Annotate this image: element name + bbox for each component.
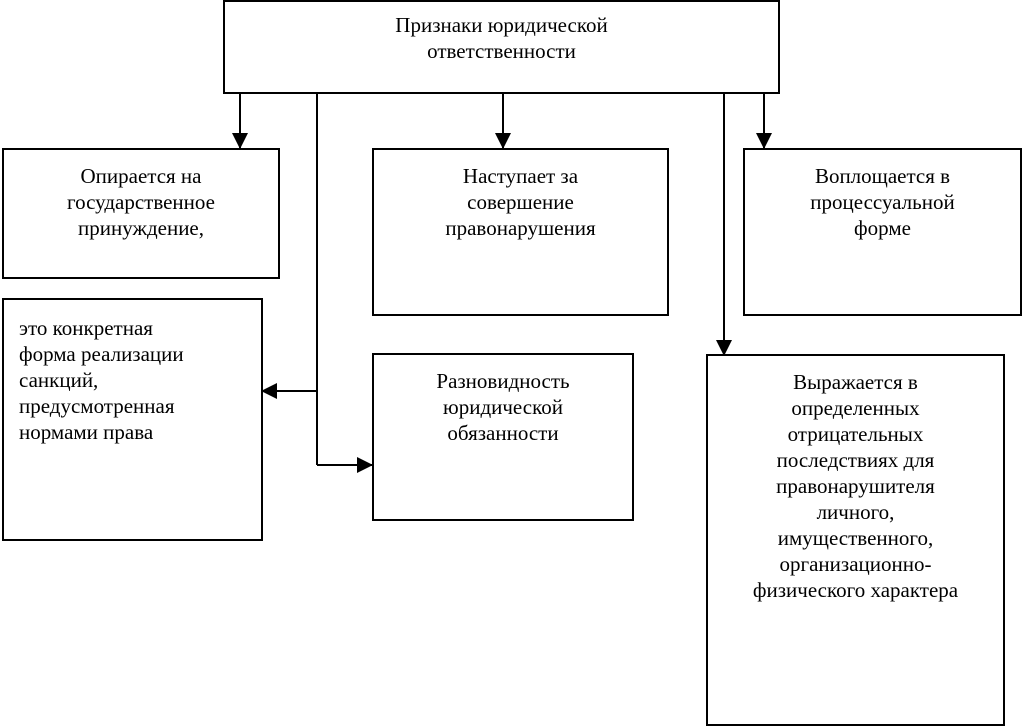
consequences-box (706, 354, 1005, 726)
root-box (223, 0, 780, 94)
offense-box (372, 148, 669, 316)
duty-type-box (372, 353, 634, 521)
procedural-box (743, 148, 1022, 316)
state-coercion-label: Опирается на государственное принуждение… (66, 164, 215, 240)
state-coercion-box (2, 148, 280, 279)
sanctions-box (2, 298, 263, 541)
offense-label: Наступает за совершение правонарушения (445, 164, 596, 240)
root-label: Признаки юридической ответственности (395, 13, 608, 63)
sanctions-label: это конкретная форма реализации санкций,… (19, 316, 184, 444)
procedural-label: Воплощается в процессуальной форме (810, 164, 955, 240)
duty-type-label: Разновидность юридической обязанности (436, 369, 570, 445)
consequences-label: Выражается в определенных отрицательных … (752, 370, 959, 602)
